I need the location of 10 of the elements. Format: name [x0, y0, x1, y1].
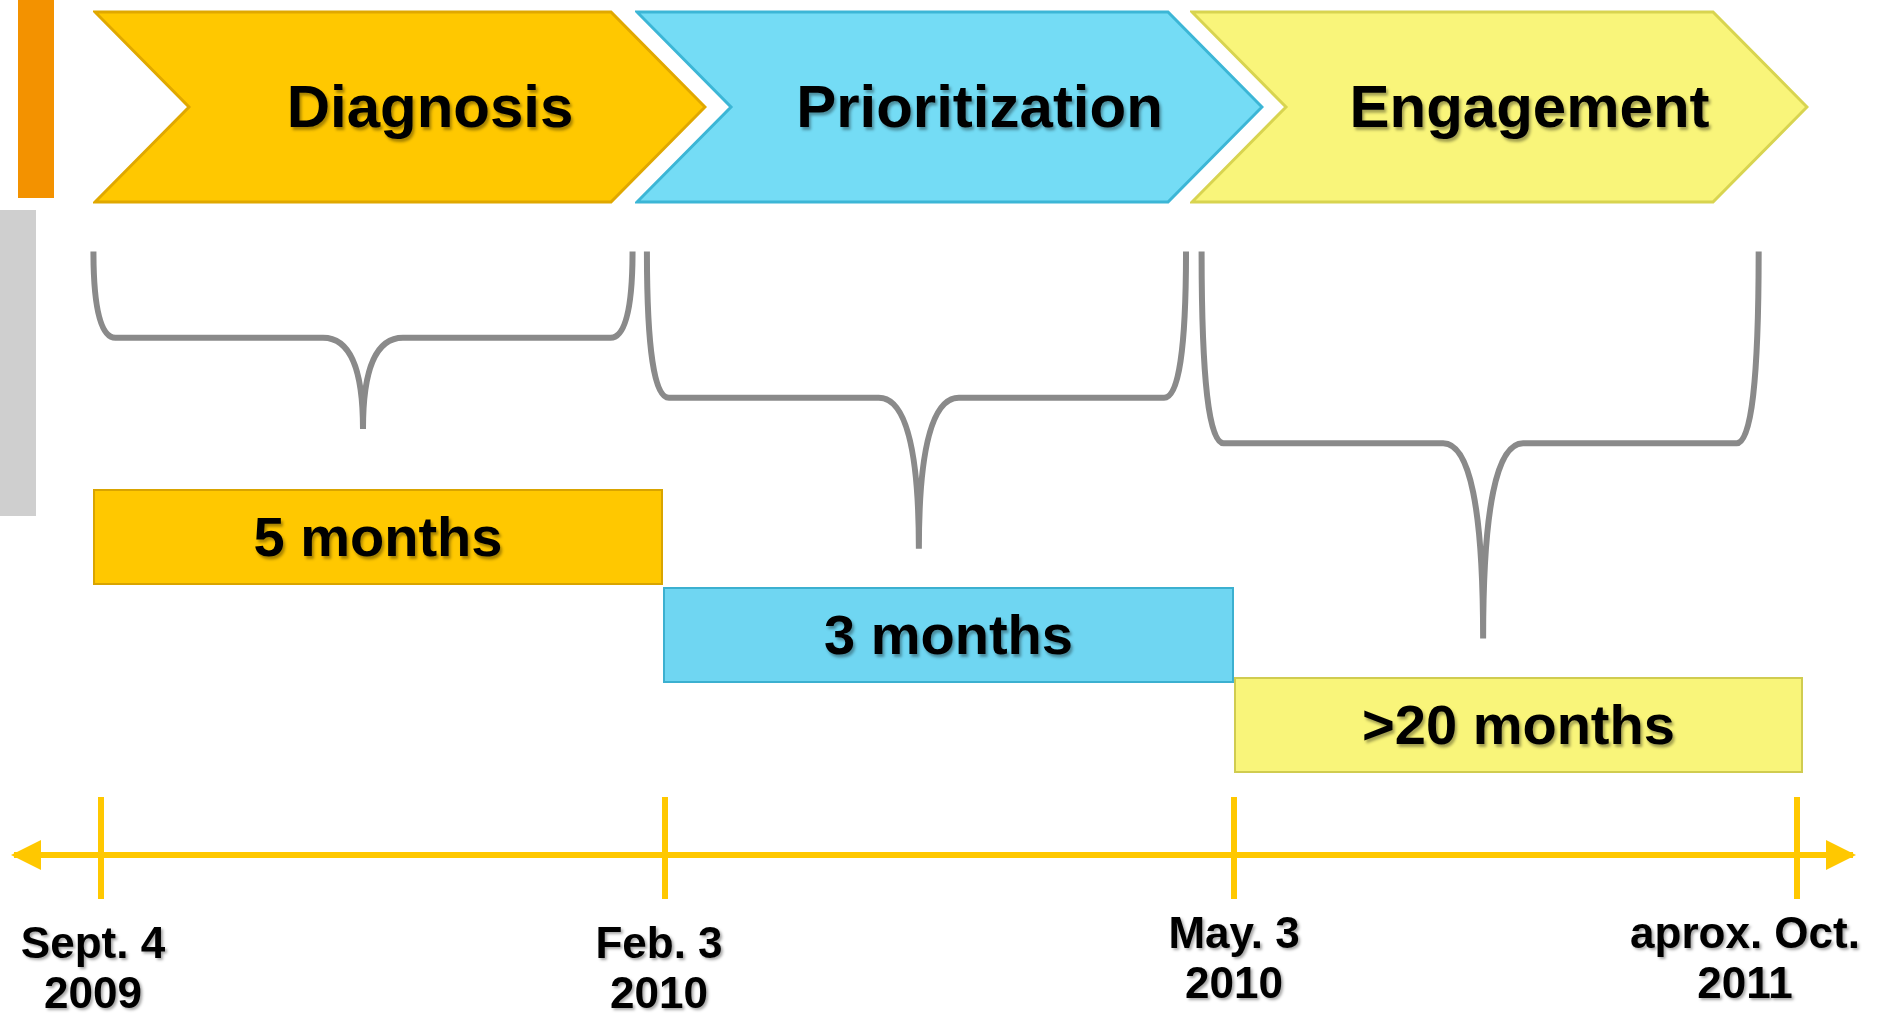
phase-label: Diagnosis	[286, 72, 574, 142]
duration-label: 3 months	[824, 602, 1073, 668]
date-label: Feb. 3 2010	[594, 918, 724, 1018]
phase-label: Engagement	[1349, 72, 1710, 142]
phase-label: Prioritization	[796, 72, 1163, 142]
duration-label: >20 months	[1362, 692, 1675, 758]
date-label: Sept. 4 2009	[19, 918, 167, 1018]
date-label: May. 3 2010	[1167, 908, 1301, 1008]
duration-label: 5 months	[253, 504, 503, 570]
date-label: aprox. Oct. 2011	[1629, 908, 1861, 1008]
